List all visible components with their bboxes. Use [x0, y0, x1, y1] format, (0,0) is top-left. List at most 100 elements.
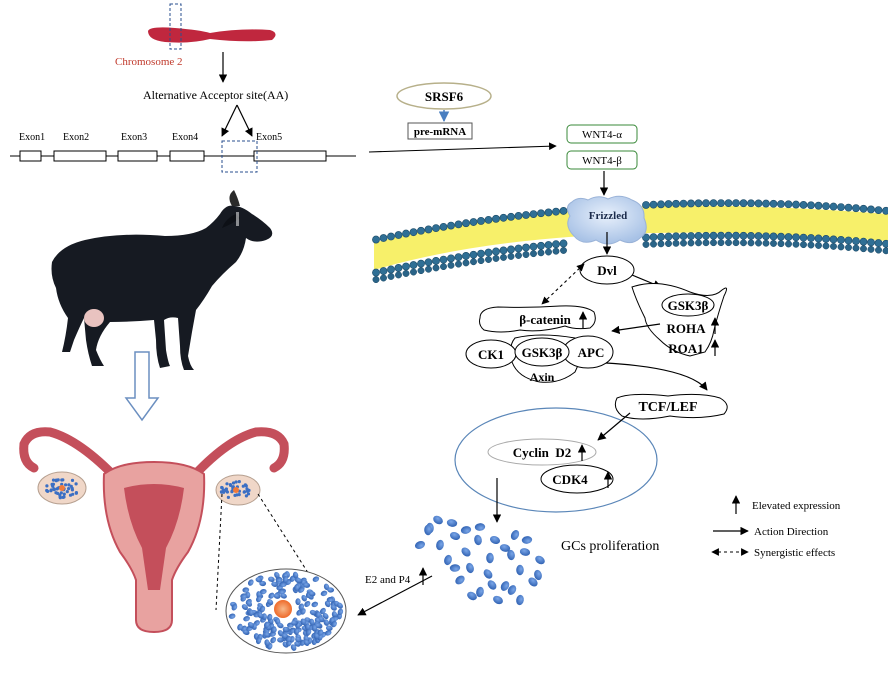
follicle-granulosa-cell: [303, 639, 310, 646]
membrane-head: [492, 247, 500, 256]
membrane-head: [492, 214, 500, 223]
follicle-granulosa-cell: [301, 594, 307, 602]
membrane-head: [785, 240, 792, 248]
ovary-cell: [56, 478, 60, 482]
membrane-head: [747, 231, 755, 240]
membrane-head: [732, 231, 740, 240]
ovary-cell: [74, 482, 78, 486]
cells-to-ovary-arrow: [357, 575, 433, 616]
follicle-granulosa-cell: [255, 637, 262, 645]
dvl-catenin-synergy-arrow: [541, 263, 585, 305]
membrane-head: [777, 200, 785, 208]
membrane-head: [822, 242, 830, 250]
chromosome-label: Chromosome 2: [115, 56, 183, 68]
granulosa-cell-cluster: [414, 515, 545, 606]
membrane-head: [395, 271, 402, 279]
follicle-granulosa-cell: [267, 599, 274, 606]
follicle-granulosa-cell: [309, 618, 315, 626]
follicle-granulosa-cell: [268, 592, 275, 599]
membrane-head: [679, 232, 688, 241]
membrane-head: [499, 246, 508, 255]
goat-illustration: [51, 190, 273, 370]
follicle-granulosa-cell: [290, 644, 297, 651]
follicle-granulosa-cell: [315, 611, 321, 618]
granulosa-cell: [487, 580, 497, 590]
membrane-head: [417, 259, 425, 268]
membrane-head: [859, 237, 868, 246]
splice-site-label: Alternative Acceptor site(AA): [143, 88, 288, 102]
follicle-granulosa-cell: [324, 630, 332, 636]
membrane-head: [507, 212, 515, 221]
membrane-head: [447, 221, 455, 230]
granulosa-cell: [466, 562, 474, 574]
follicle-granulosa-cell: [257, 612, 264, 619]
membrane-head: [425, 265, 432, 273]
membrane-head: [432, 264, 440, 272]
membrane-head: [725, 239, 732, 247]
ovary-cell: [56, 486, 60, 490]
membrane-head: [754, 232, 763, 240]
membrane-head: [724, 199, 733, 207]
beta-catenin-label: β-catenin: [519, 312, 571, 327]
exon-3-box: [117, 150, 158, 162]
membrane-head: [874, 206, 883, 215]
membrane-head: [432, 224, 440, 233]
membrane-head: [747, 239, 755, 247]
follicle-granulosa-cell: [294, 584, 300, 591]
follicle-granulosa-cell: [337, 602, 343, 609]
zoom-line-right: [257, 493, 339, 621]
ovary-cell: [62, 495, 66, 499]
granulosa-cell: [507, 549, 515, 561]
ovary-cell: [45, 488, 49, 493]
ovary-cell: [229, 483, 233, 487]
follicle-granulosa-cell: [313, 633, 320, 640]
membrane-head: [544, 208, 553, 217]
membrane-head: [829, 202, 838, 211]
follicle-granulosa-cell: [326, 596, 334, 603]
nucleus: [454, 407, 658, 513]
membrane-head: [709, 231, 718, 240]
membrane-head: [402, 270, 410, 277]
follicle-granulosa-cell: [231, 604, 238, 611]
membrane-head: [484, 248, 493, 257]
membrane-head: [882, 239, 888, 248]
ovary-cell: [60, 478, 64, 482]
membrane-head: [717, 239, 725, 247]
legend-elevated-label: Elevated expression: [752, 500, 841, 512]
membrane-head: [792, 240, 800, 248]
membrane-head: [469, 218, 478, 226]
follicle-granulosa-cell: [277, 637, 284, 643]
follicle-granulosa-cell: [267, 613, 273, 621]
membrane-head: [747, 199, 755, 208]
membrane-head: [770, 239, 777, 247]
granulosa-cell: [489, 535, 501, 545]
follicle-granulosa-cell: [294, 641, 301, 647]
membrane-head: [454, 220, 463, 229]
membrane-head: [837, 203, 845, 211]
membrane-head: [687, 239, 695, 247]
membrane-head: [477, 217, 485, 225]
tcf-to-cyclin-arrow: [597, 412, 631, 441]
membrane-head: [642, 201, 650, 209]
membrane-head: [477, 257, 485, 265]
membrane-head: [702, 199, 710, 208]
apc-label: APC: [578, 345, 605, 360]
membrane-head: [664, 200, 673, 208]
membrane-head: [402, 229, 410, 238]
follicle-granulosa-cell: [255, 577, 263, 583]
hormones-label: E2 and P4: [365, 574, 411, 586]
ovary-cell: [70, 486, 74, 490]
membrane-head: [462, 259, 470, 267]
membrane-head: [409, 228, 418, 237]
gsk3b-complex-node: [514, 337, 570, 367]
follicle-granulosa-cell: [304, 623, 311, 631]
gene-to-isoform-arrow: [368, 142, 557, 153]
exon-5-label: Exon5: [256, 132, 282, 143]
ovary-cell: [58, 493, 62, 497]
membrane-head: [769, 232, 778, 241]
premrna-label: pre-mRNA: [414, 126, 466, 138]
follicle-granulosa-cell: [264, 632, 271, 638]
membrane-head: [379, 267, 388, 275]
membrane-head: [410, 268, 417, 276]
follicle-granulosa-cell: [269, 631, 276, 637]
